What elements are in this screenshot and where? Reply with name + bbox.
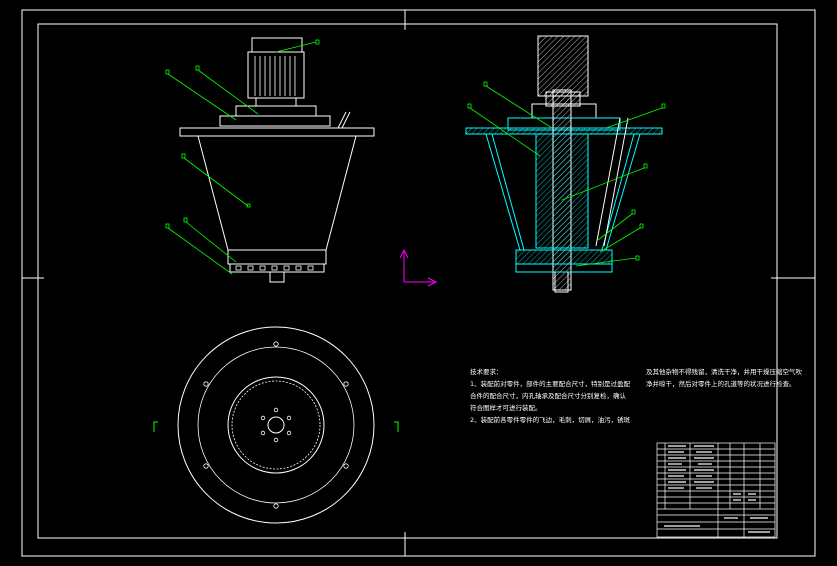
title-block — [656, 442, 776, 538]
front-view-leaders — [165, 39, 320, 275]
front-elevation-view — [179, 37, 375, 283]
center-marks — [22, 10, 815, 556]
hub-circle — [267, 416, 285, 434]
inner-tube — [535, 133, 589, 249]
title-block-entries — [664, 445, 770, 533]
technical-notes-continued: 及其他杂物不得残留，清洗干净，并用干燥压缩空气吹 净并晾干，然后对零件上的孔道等… — [646, 366, 802, 390]
flange-holes — [203, 341, 349, 509]
notes-heading: 技术要求： — [470, 368, 503, 376]
mounting-plate — [219, 115, 331, 127]
bottom-outlet-section — [554, 272, 569, 293]
bottom-outlet — [269, 272, 285, 283]
plan-view — [177, 326, 375, 524]
title-block-frame — [656, 442, 776, 538]
ucs-axis-icon — [399, 248, 438, 287]
bottom-housing-section — [515, 249, 613, 265]
motor-section — [537, 35, 589, 97]
sectional-view — [465, 35, 663, 293]
section-view-leaders — [467, 81, 666, 267]
outer-flange-circle — [177, 326, 375, 524]
notes-line: 及其他杂物不得残留，清洗干净，并用干燥压缩空气吹 — [646, 368, 802, 376]
vent-pipe — [337, 111, 347, 129]
notes-line: 1、装配前对零件，部件的主要配合尺寸，特别是过盈配 — [470, 380, 631, 388]
motor-fins — [254, 56, 296, 96]
hub-holes — [260, 407, 292, 443]
top-flange — [179, 127, 375, 137]
notes-line: 符合图样才可进行装配。 — [470, 404, 542, 412]
motor-flange — [255, 97, 297, 107]
notes-line: 净并晾干，然后对零件上的孔道等的状况进行检查。 — [646, 380, 796, 388]
cone-shell — [197, 135, 357, 251]
body-circle — [227, 376, 325, 474]
outer-border — [21, 9, 816, 557]
motor-top-cap — [251, 37, 303, 53]
notes-line: 2、装配前各零件零件的飞边，毛刺，切屑，油污，锈斑 — [470, 416, 631, 424]
sheet-frame — [21, 9, 816, 557]
bottom-ring — [229, 263, 325, 273]
bottom-bolts — [235, 265, 314, 271]
section-markers — [153, 421, 399, 432]
inner-border — [37, 23, 778, 539]
notes-line: 合件的配合尺寸，内孔轴承及配合尺寸分别复检，确认 — [470, 392, 626, 400]
reducer-base — [235, 105, 317, 117]
motor-body — [247, 51, 305, 99]
bottom-housing — [227, 249, 327, 265]
technical-notes: 技术要求： 1、装配前对零件，部件的主要配合尺寸，特别是过盈配 合件的配合尺寸，… — [470, 366, 630, 426]
bolt-circle — [197, 346, 355, 504]
